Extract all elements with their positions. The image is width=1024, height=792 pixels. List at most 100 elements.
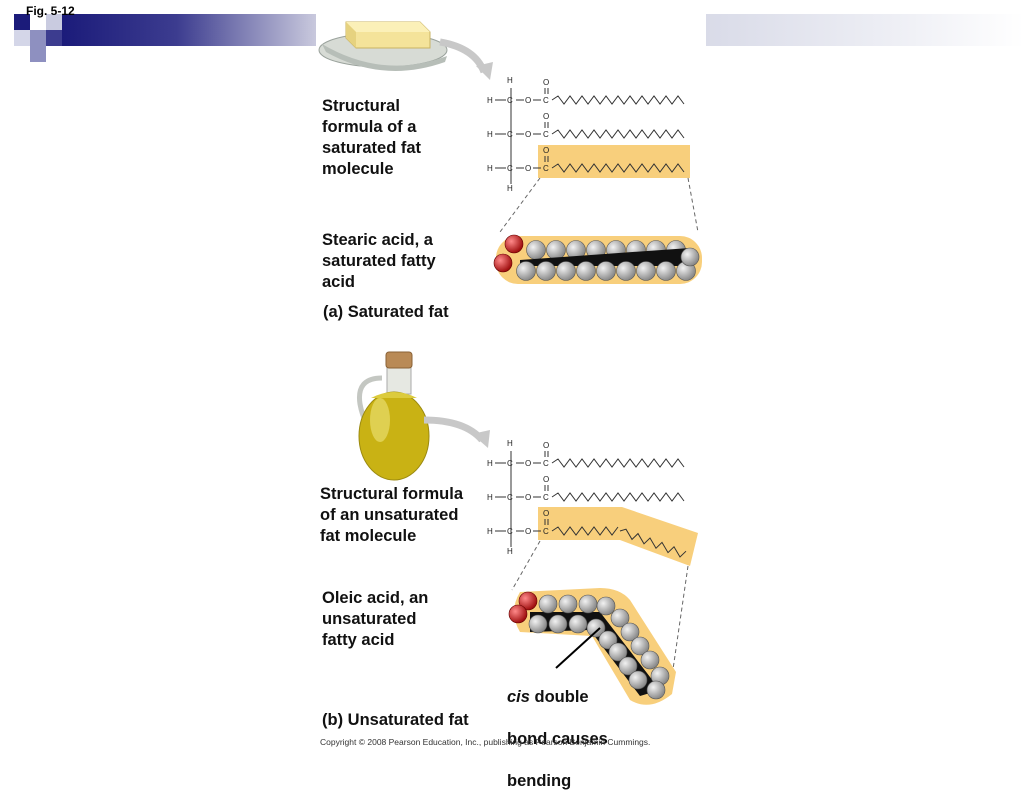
deco-square — [14, 30, 30, 46]
carbon-atom-label: C — [543, 459, 549, 468]
hydrogen-atom-ball — [656, 261, 676, 281]
hydrogen-atom-label: H — [487, 164, 493, 173]
figure-label: Fig. 5-12 — [26, 4, 75, 18]
hydrogen-atom-ball — [636, 261, 656, 281]
carbon-atom-label: C — [507, 527, 513, 536]
deco-square — [46, 30, 62, 46]
oxygen-atom-label: O — [525, 527, 531, 536]
hydrogen-atom-ball — [616, 261, 636, 281]
unsaturated-structural-label: Structural formula of an unsaturated fat… — [320, 485, 464, 545]
oxygen-atom-label: O — [543, 475, 549, 484]
deco-square — [30, 46, 46, 62]
hydrogen-atom-label: H — [507, 439, 513, 448]
hydrogen-atom-ball — [620, 622, 640, 642]
oxygen-atom-label: O — [543, 509, 549, 518]
carbon-atom-label: C — [507, 493, 513, 502]
oxygen-atom-label: O — [525, 130, 531, 139]
hydrogen-atom-ball — [578, 594, 598, 614]
oxygen-atom-label: O — [525, 96, 531, 105]
hydrogen-atom-ball — [576, 261, 596, 281]
hydrogen-atom-label: H — [507, 184, 513, 193]
hydrogen-atom-ball — [596, 261, 616, 281]
hydrogen-atom-ball — [536, 261, 556, 281]
copyright-notice: Copyright © 2008 Pearson Education, Inc.… — [320, 737, 651, 747]
carbon-atom-label: C — [543, 130, 549, 139]
deco-square — [30, 30, 46, 46]
cis-annotation-line2: bond causes — [507, 730, 608, 748]
hydrogen-atom-label: H — [507, 76, 513, 85]
carbon-atom-label: C — [507, 130, 513, 139]
cis-word: cis — [507, 688, 530, 706]
cis-annotation-line3: bending — [507, 772, 572, 790]
cis-bond-pointer-line — [555, 627, 601, 669]
hydrogen-atom-label: H — [487, 527, 493, 536]
hydrogen-atom-ball — [630, 636, 650, 656]
hydrogen-atom-ball — [528, 614, 548, 634]
carbon-atom-label: C — [507, 459, 513, 468]
oxygen-atom-ball — [504, 234, 524, 254]
hydrogen-atom-label: H — [487, 96, 493, 105]
highlight-box — [538, 507, 698, 566]
stearic-acid-model — [493, 177, 702, 284]
hydrogen-atom-ball — [516, 261, 536, 281]
oxygen-atom-ball — [493, 253, 513, 273]
oxygen-atom-label: O — [525, 164, 531, 173]
hydrogen-atom-label: H — [507, 547, 513, 556]
oxygen-atom-label: O — [543, 112, 549, 121]
hydrocarbon-chain — [551, 129, 685, 139]
oxygen-atom-ball — [518, 591, 538, 611]
hydrogen-atom-ball — [548, 614, 568, 634]
hydrocarbon-chain — [551, 163, 685, 173]
hydrocarbon-chain — [551, 95, 685, 105]
oxygen-atom-label: O — [525, 493, 531, 502]
deco-square — [14, 14, 30, 30]
oleic-acid-label: Oleic acid, an unsaturated fatty acid — [322, 589, 429, 649]
hydrogen-atom-ball — [598, 630, 618, 650]
hydrogen-atom-ball — [596, 596, 616, 616]
hydrocarbon-chain — [551, 526, 619, 536]
hydrogen-atom-ball — [568, 614, 588, 634]
highlight-box — [538, 145, 690, 178]
hydrogen-atom-ball — [558, 594, 578, 614]
carbon-atom-label: C — [543, 527, 549, 536]
saturated-structural-label: Structural formula of a saturated fat mo… — [322, 97, 422, 178]
stearic-acid-label: Stearic acid, a saturated fatty acid — [322, 231, 436, 291]
carbon-atom-label: C — [507, 164, 513, 173]
deco-square — [46, 14, 62, 30]
cis-annotation-rest: double — [529, 688, 589, 706]
hydrogen-atom-ball — [610, 608, 630, 628]
carbon-atom-label: C — [543, 96, 549, 105]
carbon-atom-label: C — [543, 493, 549, 502]
oxygen-atom-ball — [508, 604, 528, 624]
unsaturated-fat-caption: (b) Unsaturated fat — [322, 711, 469, 729]
hydrogen-atom-ball — [608, 642, 628, 662]
hydrogen-atom-label: H — [487, 459, 493, 468]
hydrocarbon-chain-bent — [619, 528, 687, 558]
hydrogen-atom-ball — [586, 618, 606, 638]
hydrogen-atom-label: H — [487, 493, 493, 502]
header-gradient-bar-right — [706, 14, 1024, 46]
carbon-atom-label: C — [507, 96, 513, 105]
hydrogen-atom-ball — [680, 247, 700, 267]
hydrogen-atom-ball — [640, 650, 660, 670]
oil-cruet-icon — [356, 351, 490, 481]
hydrogen-atom-ball — [538, 594, 558, 614]
oleic-acid-model — [508, 540, 689, 705]
oxygen-atom-label: O — [525, 459, 531, 468]
oxygen-atom-label: O — [543, 78, 549, 87]
hydrocarbon-chain — [551, 492, 685, 502]
header-gradient-bar — [62, 14, 316, 46]
hydrogen-atom-label: H — [487, 130, 493, 139]
hydrogen-atom-ball — [618, 656, 638, 676]
saturated-fat-caption: (a) Saturated fat — [323, 303, 449, 321]
hydrocarbon-chain — [551, 458, 685, 468]
hydrogen-atom-ball — [556, 261, 576, 281]
carbon-atom-label: C — [543, 164, 549, 173]
butter-dish-icon — [318, 21, 493, 80]
cis-bond-annotation: cis double bond causes bending — [507, 666, 608, 792]
hydrogen-atom-ball — [646, 680, 666, 700]
hydrogen-atom-ball — [628, 670, 648, 690]
oxygen-atom-label: O — [543, 146, 549, 155]
